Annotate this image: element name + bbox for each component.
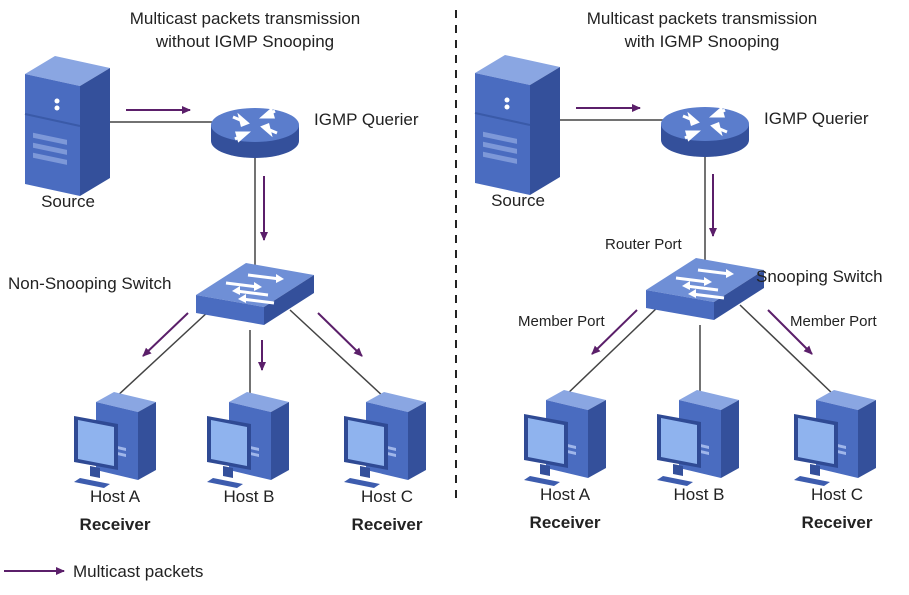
right-host-c-icon — [794, 390, 876, 486]
right-host-a-name: Host A — [540, 485, 591, 504]
legend-label: Multicast packets — [73, 562, 203, 581]
left-host-c-icon — [344, 392, 426, 488]
left-host-b-icon — [207, 392, 289, 488]
left-router-icon — [209, 106, 301, 160]
left-source-label: Source — [41, 192, 95, 211]
left-host-c-name: Host C — [361, 487, 413, 506]
right-arrow-to-host-c — [767, 309, 813, 355]
right-source-server-icon — [474, 54, 561, 196]
left-querier-label: IGMP Querier — [314, 110, 419, 129]
left-host-a-icon — [74, 392, 156, 488]
right-member-port-left: Member Port — [518, 313, 606, 330]
right-querier-label: IGMP Querier — [764, 109, 869, 128]
right-host-b-icon — [657, 390, 739, 486]
right-multicast-arrows — [576, 104, 813, 355]
left-switch-label: Non-Snooping Switch — [8, 274, 171, 293]
right-host-a-role: Receiver — [530, 513, 601, 532]
legend: Multicast packets — [4, 562, 203, 581]
left-arrow-to-host-c — [317, 312, 363, 357]
right-router-icon — [659, 105, 751, 159]
left-host-a-name: Host A — [90, 487, 141, 506]
right-member-port-right: Member Port — [790, 313, 878, 330]
left-host-b-name: Host B — [223, 487, 274, 506]
left-host-c-role: Receiver — [352, 515, 423, 534]
right-switch-label: Snooping Switch — [756, 267, 883, 286]
right-host-a-icon — [524, 390, 606, 486]
right-title-line1: Multicast packets transmission — [587, 9, 818, 28]
left-host-a-role: Receiver — [80, 515, 151, 534]
right-title-line2: with IGMP Snooping — [624, 32, 780, 51]
left-source-server-icon — [24, 55, 111, 197]
right-host-c-role: Receiver — [802, 513, 873, 532]
right-router-port-label: Router Port — [605, 236, 683, 253]
right-host-c-name: Host C — [811, 485, 863, 504]
left-title-line2: without IGMP Snooping — [155, 32, 334, 51]
right-arrow-to-host-a — [591, 309, 638, 355]
left-arrow-to-host-a — [142, 312, 189, 357]
right-host-b-name: Host B — [673, 485, 724, 504]
right-links — [556, 119, 836, 398]
left-multicast-arrows — [126, 106, 363, 371]
left-links — [105, 121, 386, 400]
left-title-line1: Multicast packets transmission — [130, 9, 361, 28]
right-source-label: Source — [491, 191, 545, 210]
